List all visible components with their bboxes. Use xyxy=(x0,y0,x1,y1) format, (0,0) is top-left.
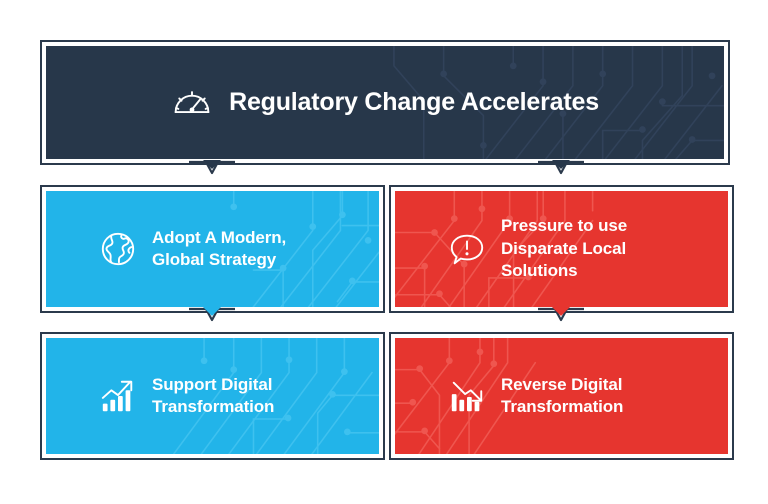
card-support-digital-transformation[interactable]: Support Digital Transformation xyxy=(40,332,385,460)
connector-header-to-left-top xyxy=(189,160,235,175)
card-reverse-digital-transformation[interactable]: Reverse Digital Transformation xyxy=(389,332,734,460)
card-body-support-digital-transformation: Support Digital Transformation xyxy=(46,374,274,419)
card-pressure-disparate-local-solutions[interactable]: Pressure to use Disparate Local Solution… xyxy=(389,185,734,313)
card-label-pressure-disparate-local-solutions: Pressure to use Disparate Local Solution… xyxy=(501,216,628,281)
page-title: Regulatory Change Accelerates xyxy=(229,88,599,116)
card-inner-pressure-disparate-local-solutions: Pressure to use Disparate Local Solution… xyxy=(395,191,728,307)
speedometer-gauge-icon xyxy=(171,82,213,124)
header-content: Regulatory Change Accelerates xyxy=(171,82,599,124)
connector-header-to-right-top xyxy=(538,160,584,175)
card-label-adopt-modern-global-strategy: Adopt A Modern, Global Strategy xyxy=(152,227,287,269)
card-adopt-modern-global-strategy[interactable]: Adopt A Modern, Global Strategy xyxy=(40,185,385,313)
card-label-support-digital-transformation: Support Digital Transformation xyxy=(152,374,275,416)
header-card: Regulatory Change Accelerates xyxy=(40,40,730,165)
card-label-reverse-digital-transformation: Reverse Digital Transformation xyxy=(501,374,624,416)
card-inner-support-digital-transformation: Support Digital Transformation xyxy=(46,338,379,454)
alert-speech-bubble-icon xyxy=(447,229,487,269)
card-body-adopt-modern-global-strategy: Adopt A Modern, Global Strategy xyxy=(46,227,286,272)
card-body-reverse-digital-transformation: Reverse Digital Transformation xyxy=(395,374,623,419)
bar-chart-rising-arrow-icon xyxy=(98,376,138,416)
card-body-pressure-disparate-local-solutions: Pressure to use Disparate Local Solution… xyxy=(395,215,627,282)
globe-icon xyxy=(98,229,138,269)
card-inner-adopt-modern-global-strategy: Adopt A Modern, Global Strategy xyxy=(46,191,379,307)
header-card-inner: Regulatory Change Accelerates xyxy=(46,46,724,159)
card-inner-reverse-digital-transformation: Reverse Digital Transformation xyxy=(395,338,728,454)
connector-left-top-to-left-bottom xyxy=(189,307,235,322)
connector-right-top-to-right-bottom xyxy=(538,307,584,322)
bar-chart-falling-arrow-icon xyxy=(447,376,487,416)
